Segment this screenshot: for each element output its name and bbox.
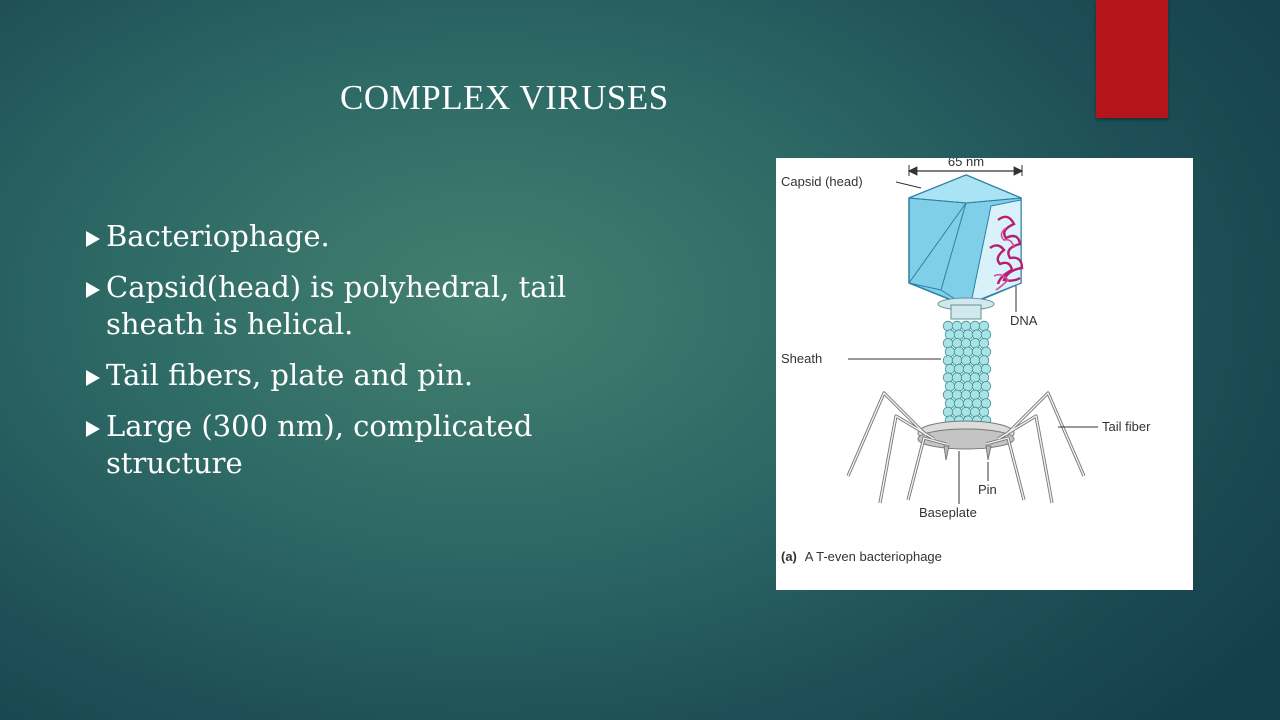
sheath-bead: [960, 372, 972, 383]
sheath-bead: [944, 363, 956, 375]
sheath-bead: [942, 337, 954, 349]
sheath-bead: [953, 398, 965, 409]
sheath-bead: [980, 329, 992, 340]
bullet-item: Bacteriophage.: [86, 218, 646, 255]
arrowhead-bullet-icon: [86, 421, 100, 437]
sheath-bead: [953, 380, 965, 392]
sheath-bead: [980, 380, 992, 392]
sheath-bead: [978, 389, 990, 401]
bullet-item: Large (300 nm), complicated structure: [86, 408, 646, 482]
sheath-bead: [942, 406, 954, 418]
sheath-bead: [944, 346, 956, 358]
sheath-bead: [953, 363, 965, 375]
sheath-bead: [978, 372, 990, 383]
sheath-bead: [960, 389, 972, 401]
sheath-bead: [951, 389, 963, 401]
bullet-item: Capsid(head) is polyhedral, tail sheath …: [86, 269, 646, 343]
arrowhead-bullet-icon: [86, 231, 100, 247]
caption-prefix: (a): [781, 549, 797, 564]
bullet-text: Bacteriophage.: [106, 219, 330, 253]
scale-label: 65 nm: [948, 158, 984, 169]
bullet-text: Large (300 nm), complicated structure: [106, 409, 533, 480]
sheath-bead: [960, 355, 972, 366]
sheath-bead: [944, 398, 956, 409]
sheath-bead: [969, 320, 981, 332]
bacteriophage-figure: 65 nm: [776, 158, 1193, 590]
sheath-bead: [962, 398, 974, 409]
sheath-bead: [942, 389, 954, 401]
sheath-bead: [951, 406, 963, 418]
sheath-bead: [960, 406, 972, 418]
sheath-bead: [953, 346, 965, 358]
sheath-label: Sheath: [781, 351, 822, 366]
sheath-bead: [960, 320, 972, 332]
sheath-bead: [962, 329, 974, 340]
sheath-bead: [962, 363, 974, 375]
sheath-bead: [969, 337, 981, 349]
dna-label: DNA: [1010, 313, 1038, 328]
arrowhead-bullet-icon: [86, 370, 100, 386]
sheath-bead: [980, 346, 992, 358]
capsid-head: [908, 174, 1024, 307]
baseplate-label: Baseplate: [919, 505, 977, 520]
sheath-bead: [942, 355, 954, 366]
scale-bar: 65 nm: [907, 158, 1024, 176]
sheath-bead: [942, 320, 954, 332]
sheath-bead: [971, 346, 983, 358]
tail-sheath: [942, 320, 992, 435]
sheath-bead: [951, 320, 963, 332]
caption-text: A T-even bacteriophage: [805, 549, 942, 564]
sheath-bead: [969, 406, 981, 418]
collar: [937, 297, 995, 320]
bullet-text: Tail fibers, plate and pin.: [106, 358, 474, 392]
sheath-bead: [969, 372, 981, 383]
slide-title: COMPLEX VIRUSES: [340, 78, 669, 117]
sheath-bead: [951, 372, 963, 383]
bullet-item: Tail fibers, plate and pin.: [86, 357, 646, 394]
sheath-bead: [980, 398, 992, 409]
sheath-bead: [951, 337, 963, 349]
sheath-bead: [978, 355, 990, 366]
bullet-list: Bacteriophage. Capsid(head) is polyhedra…: [86, 218, 646, 496]
sheath-bead: [971, 329, 983, 340]
sheath-bead: [962, 380, 974, 392]
sheath-bead: [960, 337, 972, 349]
sheath-bead: [969, 389, 981, 401]
sheath-bead: [978, 406, 990, 418]
sheath-bead: [980, 363, 992, 375]
figure-caption: (a) A T-even bacteriophage: [781, 549, 942, 564]
tail-fiber-label: Tail fiber: [1102, 419, 1151, 434]
sheath-bead: [953, 329, 965, 340]
capsid-label: Capsid (head): [781, 174, 863, 189]
sheath-bead: [971, 363, 983, 375]
sheath-bead: [971, 398, 983, 409]
sheath-bead: [944, 380, 956, 392]
sheath-bead: [969, 355, 981, 366]
sheath-bead: [951, 355, 963, 366]
sheath-bead: [944, 329, 956, 340]
sheath-bead: [942, 372, 954, 383]
accent-bar: [1096, 0, 1168, 118]
bullet-text: Capsid(head) is polyhedral, tail sheath …: [106, 270, 567, 341]
pin-label: Pin: [978, 482, 997, 497]
sheath-bead: [978, 320, 990, 332]
sheath-bead: [971, 380, 983, 392]
arrowhead-bullet-icon: [86, 282, 100, 298]
sheath-bead: [962, 346, 974, 358]
sheath-bead: [978, 337, 990, 349]
